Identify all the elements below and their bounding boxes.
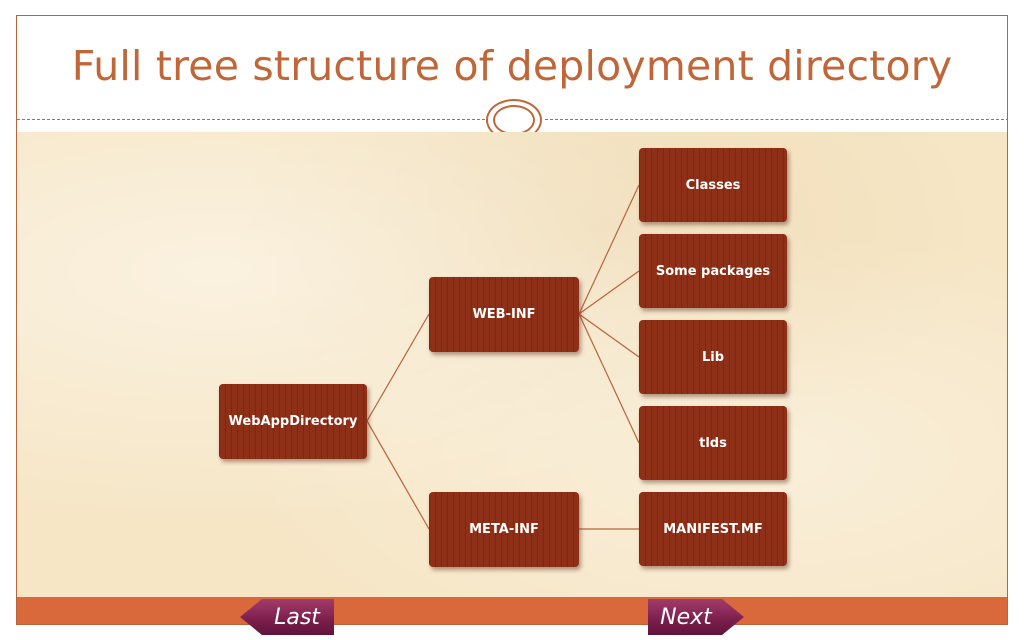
- node-tlds: tlds: [639, 406, 787, 480]
- footer-bar: [17, 597, 1007, 624]
- node-lib: Lib: [639, 320, 787, 394]
- last-button[interactable]: Last: [240, 599, 334, 635]
- node-web-inf: WEB-INF: [429, 277, 579, 352]
- title-divider-right: [545, 119, 1007, 120]
- node-meta-inf: META-INF: [429, 492, 579, 567]
- node-classes: Classes: [639, 148, 787, 222]
- title-divider-left: [17, 119, 485, 120]
- next-button[interactable]: Next: [648, 599, 744, 635]
- slide-title: Full tree structure of deployment direct…: [71, 42, 953, 90]
- node-manifest-mf: MANIFEST.MF: [639, 492, 787, 566]
- node-some-packages: Some packages: [639, 234, 787, 308]
- node-webappdirectory: WebAppDirectory: [219, 384, 367, 459]
